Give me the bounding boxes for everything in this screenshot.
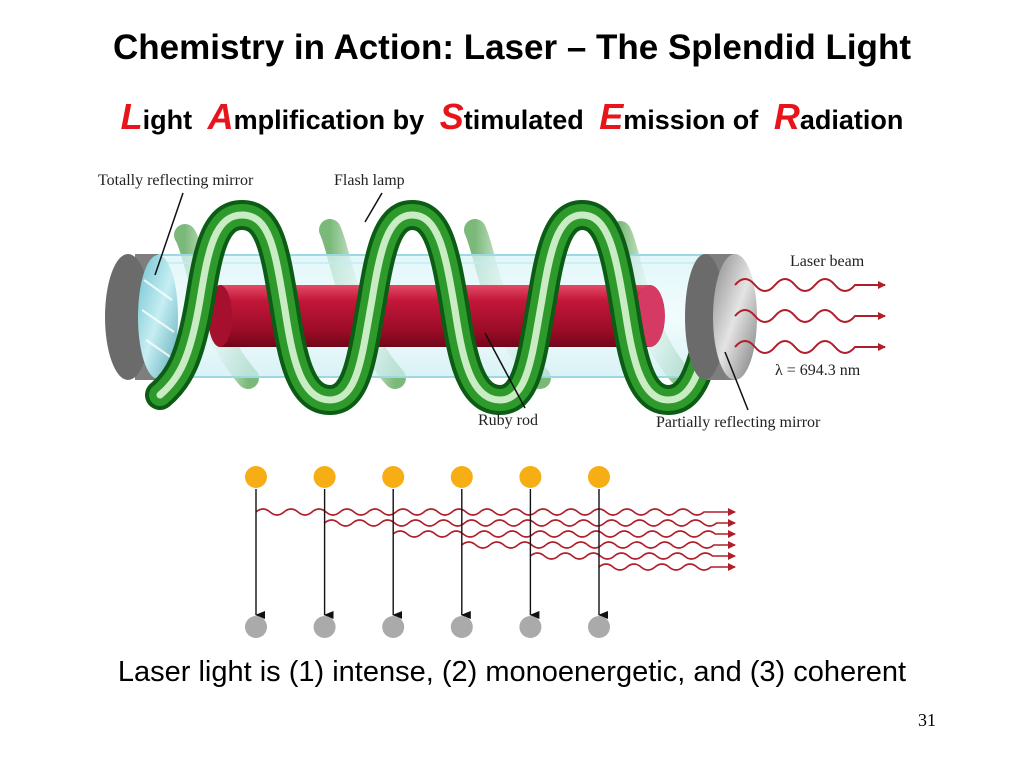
excited-atom — [588, 466, 610, 488]
slide-title: Chemistry in Action: Laser – The Splendi… — [113, 28, 911, 67]
label-ruby-rod: Ruby rod — [478, 412, 538, 429]
emitted-photon-wave — [392, 530, 736, 538]
emitted-photon-wave — [324, 519, 736, 527]
ground-state-atom — [588, 616, 610, 638]
acronym-word-stimulated: Stimulated — [439, 96, 584, 137]
label-wavelength: λ = 694.3 nm — [775, 362, 861, 379]
label-flash-lamp: Flash lamp — [334, 172, 405, 189]
label-partial-mirror: Partially reflecting mirror — [656, 414, 821, 431]
excited-atom — [382, 466, 405, 488]
slide-caption: Laser light is (1) intense, (2) monoener… — [117, 656, 907, 688]
laser-beam-waves — [734, 278, 886, 354]
acronym-word-radiation: Radiation — [773, 96, 904, 137]
acronym-subtitle: Light Amplification by Stimulated Emissi… — [0, 96, 1024, 138]
emitted-photon-wave — [529, 552, 736, 560]
partial-mirror — [685, 254, 757, 380]
ground-state-atom — [382, 616, 405, 638]
page-number: 31 — [918, 710, 936, 730]
excited-atom — [313, 466, 336, 488]
excited-atom — [450, 466, 473, 488]
ground-state-atom — [245, 616, 267, 638]
excited-atom — [519, 466, 542, 488]
stimulated-emission-diagram — [245, 466, 736, 638]
ground-state-atom — [450, 616, 473, 638]
acronym-word-emission: Emission of — [599, 96, 759, 137]
emitted-photon-wave — [598, 563, 736, 571]
acronym-word-amplification: Amplification by — [207, 96, 425, 137]
emitted-photon-wave — [255, 508, 736, 516]
label-leaders — [154, 192, 749, 411]
label-total-mirror: Totally reflecting mirror — [98, 172, 254, 189]
emitted-photon-wave — [461, 541, 736, 549]
label-laser-beam: Laser beam — [790, 253, 865, 270]
ground-state-atom — [313, 616, 336, 638]
flash-lamp-coil — [145, 199, 725, 416]
total-mirror — [105, 254, 178, 380]
acronym-word-light: Light — [120, 96, 193, 137]
ground-state-atom — [519, 616, 542, 638]
excited-atom — [245, 466, 267, 488]
